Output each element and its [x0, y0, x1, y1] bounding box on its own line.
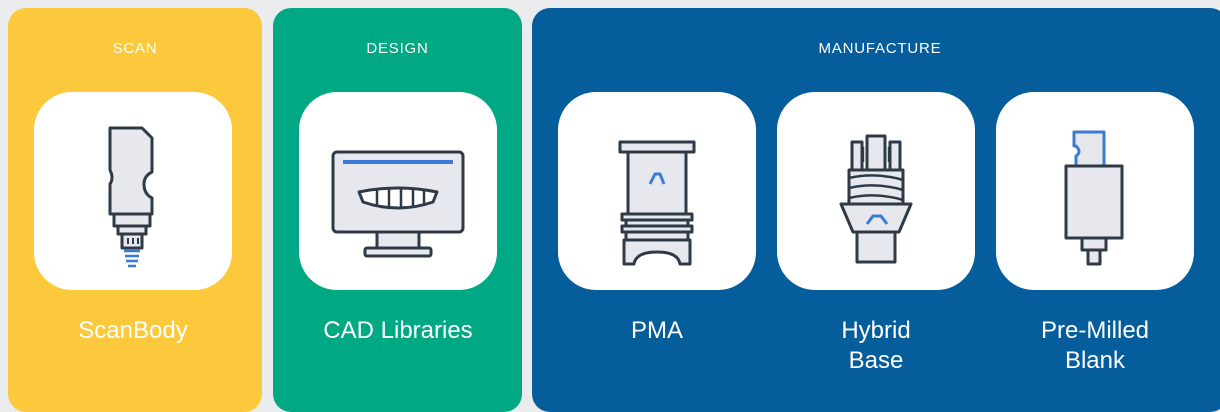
pre-milled-blank-icon — [1064, 130, 1124, 266]
pma-abutment-icon — [618, 140, 696, 266]
hybrid-base-card[interactable] — [777, 92, 975, 290]
pre-milled-blank-label: Pre-Milled Blank — [1040, 317, 1150, 374]
manufacture-title: MANUFACTURE — [818, 40, 942, 57]
hybrid-base-icon — [839, 134, 913, 264]
cad-libraries-label: CAD Libraries — [323, 317, 473, 344]
scan-title: SCAN — [112, 40, 158, 57]
scanbody-label: ScanBody — [78, 317, 188, 344]
hybrid-base-label: Hybrid Base — [841, 317, 911, 374]
design-title: DESIGN — [366, 40, 429, 57]
design-panel: DESIGN CAD Libraries — [273, 8, 522, 412]
monitor-icon — [331, 150, 465, 258]
scanbody-card[interactable] — [34, 92, 232, 290]
scan-panel: SCAN ScanBody — [8, 8, 262, 412]
pma-card[interactable] — [558, 92, 756, 290]
scanbody-icon — [108, 126, 154, 268]
pma-label: PMA — [630, 317, 683, 344]
manufacture-panel: MANUFACTURE PMA — [532, 8, 1220, 412]
cad-libraries-card[interactable] — [299, 92, 497, 290]
pre-milled-blank-card[interactable] — [996, 92, 1194, 290]
